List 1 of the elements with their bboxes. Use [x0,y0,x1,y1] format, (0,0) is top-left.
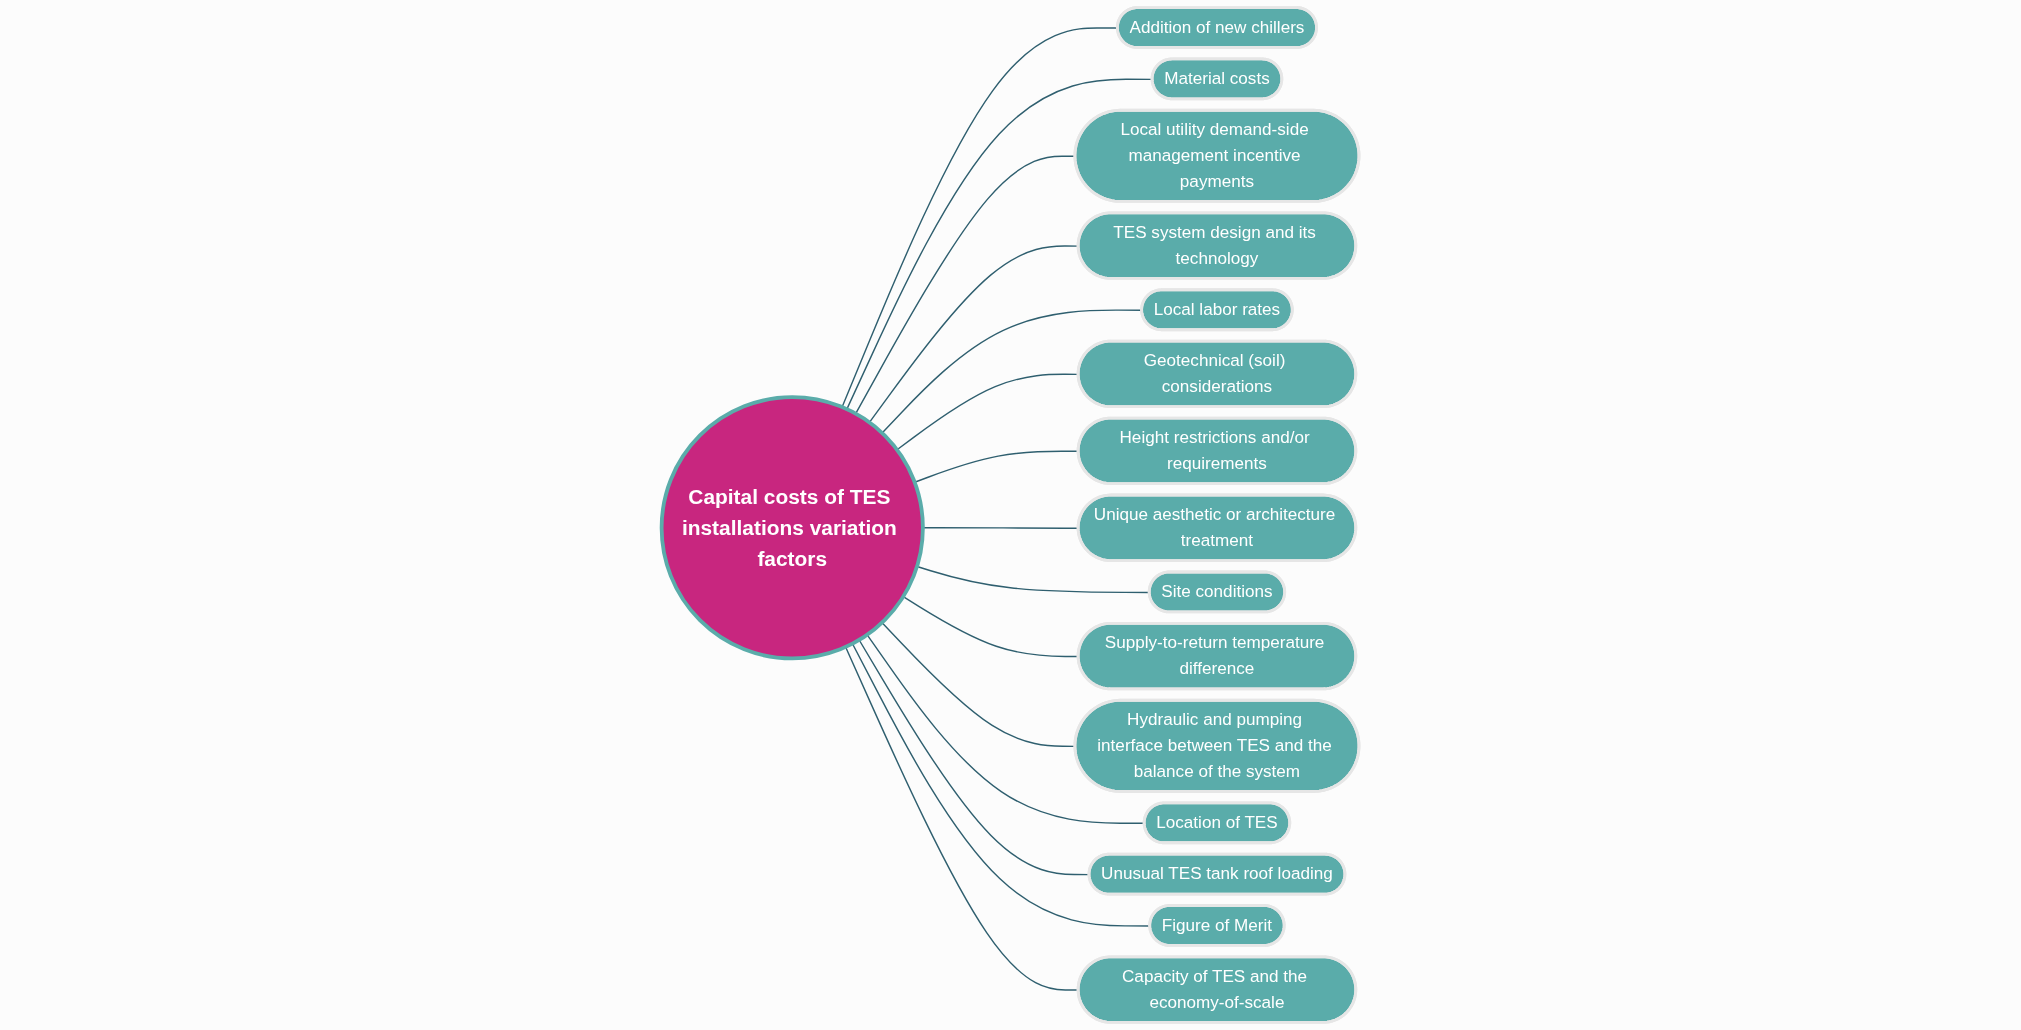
node-circle: Capital costs of TES installations variation factors [659,395,925,661]
